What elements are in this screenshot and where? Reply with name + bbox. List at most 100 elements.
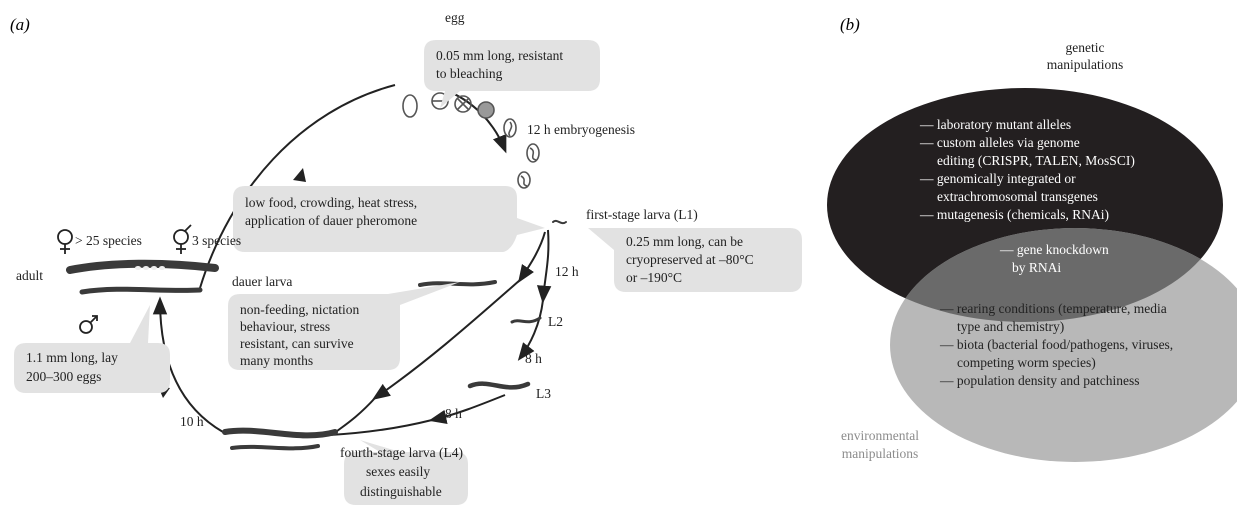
callout-dauer-trigger-line-1: low food, crowding, heat stress,: [245, 195, 417, 210]
callout-dauer-line-3: resistant, can survive: [240, 336, 354, 351]
callout-l4: [344, 440, 468, 505]
arrow-dauer-to-l4-lower: [331, 397, 376, 436]
hermaphrodite-symbol-icon: [173, 229, 189, 245]
panel-a-label: (a): [10, 15, 30, 34]
arrow-l1-to-l2: [536, 229, 552, 304]
genetic-item-2-cont: editing (CRISPR, TALEN, MosSCI): [937, 153, 1135, 168]
stage-label-l2: L2: [548, 314, 563, 329]
callout-egg-line-1: 0.05 mm long, resistant: [436, 48, 563, 63]
embryo-late-icon: [517, 171, 531, 189]
arrow-l3-to-l4-tail: [329, 419, 433, 436]
callout-adult-line-1: 1.1 mm long, lay: [26, 350, 118, 365]
stage-label-adult: adult: [16, 268, 43, 283]
arrow-l2-to-l3: [517, 299, 544, 361]
callout-dauer-line-2: behaviour, stress: [240, 319, 330, 334]
embryo-pretzel-icon: [526, 143, 540, 163]
genetic-item-3-cont: extrachromosomal transgenes: [937, 189, 1098, 204]
arrow-l1-to-dauer: [518, 231, 546, 283]
l1-worm: [552, 219, 567, 225]
adult-egg-icon: [135, 266, 141, 270]
duration-l1-l2: 12 h: [555, 264, 579, 279]
adult-worm-male: [79, 286, 203, 295]
genetic-item-1: — laboratory mutant alleles: [919, 117, 1071, 132]
hermaphrodite-symbol-arrow-icon: [184, 224, 192, 232]
worms: [66, 219, 567, 451]
genetic-item-4: — mutagenesis (chemicals, RNAi): [919, 207, 1109, 222]
embryo-comma-icon: [503, 118, 517, 138]
male-symbol-icon: [79, 320, 93, 334]
female-symbol-icon: [57, 229, 73, 245]
arrow-l4-to-adult: [152, 296, 224, 433]
l4-worm-hermaphrodite: [222, 427, 338, 439]
environmental-item-1: — rearing conditions (temperature, media: [939, 301, 1167, 316]
callout-adult: [14, 305, 170, 393]
female-species-count: > 25 species: [75, 233, 142, 248]
adult-worm-hermaphrodite: [66, 259, 219, 274]
arrow-dauer-to-l4-upper: [372, 279, 521, 401]
stage-label-dauer: dauer larva: [232, 274, 292, 289]
arrow-adult-to-egg: [199, 84, 396, 289]
callout-l4-line-2: distinguishable: [360, 484, 442, 499]
stage-label-embryogenesis: 12 h embryogenesis: [527, 122, 635, 137]
l2-worm: [510, 316, 542, 324]
callout-dauer-trigger-line-2: application of dauer pheromone: [245, 213, 417, 228]
stage-label-l4: fourth-stage larva (L4): [340, 445, 463, 460]
callout-adult-line-2: 200–300 eggs: [26, 369, 101, 384]
genetic-item-2: — custom alleles via genome: [919, 135, 1080, 150]
l4-worm-male: [230, 444, 320, 451]
duration-l4-adult: 10 h: [180, 414, 204, 429]
embryo-pretzel-worm-icon: [529, 147, 537, 161]
panel-b-label: (b): [840, 15, 860, 34]
callout-l1-line-3: or –190°C: [626, 270, 682, 285]
genetic-title-line-1: genetic: [1066, 40, 1105, 55]
callouts: [14, 40, 802, 505]
embryo-morula-icon: [477, 101, 495, 119]
embryo-late-worm-icon: [520, 175, 528, 187]
adult-egg-icon: [143, 266, 149, 270]
embryo-comma-worm-icon: [508, 121, 513, 137]
duration-l3-l4: 8 h: [445, 406, 462, 421]
callout-dauer-line-4: many months: [240, 353, 313, 368]
adult-eggs: [135, 266, 165, 270]
callout-dauer: [228, 282, 460, 370]
stage-label-egg: egg: [445, 10, 465, 25]
male-symbol-head-icon: [92, 315, 98, 321]
callout-l4-line-1: sexes easily: [366, 464, 430, 479]
l3-worm: [467, 381, 531, 390]
adult-egg-icon: [159, 266, 165, 270]
callout-l1-line-1: 0.25 mm long, can be: [626, 234, 743, 249]
environmental-item-2: — biota (bacterial food/pathogens, virus…: [939, 337, 1173, 352]
egg-icon: [402, 94, 418, 118]
overlap-line-1: — gene knockdown: [999, 242, 1109, 257]
callout-egg-line-2: to bleaching: [436, 66, 503, 81]
environmental-item-1-cont: type and chemistry): [957, 319, 1064, 334]
hermaphrodite-species-count: 3 species: [192, 233, 241, 248]
panel-a: (a): [10, 10, 802, 505]
sex-symbols: [57, 224, 192, 334]
environmental-item-3: — population density and patchiness: [939, 373, 1139, 388]
callout-l1: [588, 228, 802, 292]
arrow-l3-to-l4: [428, 394, 506, 424]
egg-icons: [402, 92, 540, 189]
dauer-worm: [418, 280, 497, 287]
duration-l2-l3: 8 h: [525, 351, 542, 366]
callout-dauer-line-1: non-feeding, nictation: [240, 302, 359, 317]
genetic-title-line-2: manipulations: [1047, 57, 1124, 72]
callout-dauer-trigger: [233, 186, 545, 252]
stage-label-l1: first-stage larva (L1): [586, 207, 698, 222]
environmental-item-2-cont: competing worm species): [957, 355, 1096, 370]
environmental-title-line-2: manipulations: [842, 446, 919, 461]
callout-l1-line-2: cryopreserved at –80°C: [626, 252, 754, 267]
male-symbol-arrow-icon: [89, 315, 98, 324]
embryo-4cell-line2-icon: [456, 97, 470, 111]
genetic-item-3: — genomically integrated or: [919, 171, 1076, 186]
embryo-4cell-icon: [454, 95, 472, 113]
arrowhead-adult-to-egg: [293, 168, 306, 182]
callout-egg: [424, 40, 600, 108]
stage-label-l3: L3: [536, 386, 551, 401]
environmental-title-line-1: environmental: [841, 428, 919, 443]
overlap-line-2: by RNAi: [1012, 260, 1061, 275]
adult-egg-icon: [151, 266, 157, 270]
panel-b: (b) genetic manipulations environmental …: [827, 15, 1237, 462]
